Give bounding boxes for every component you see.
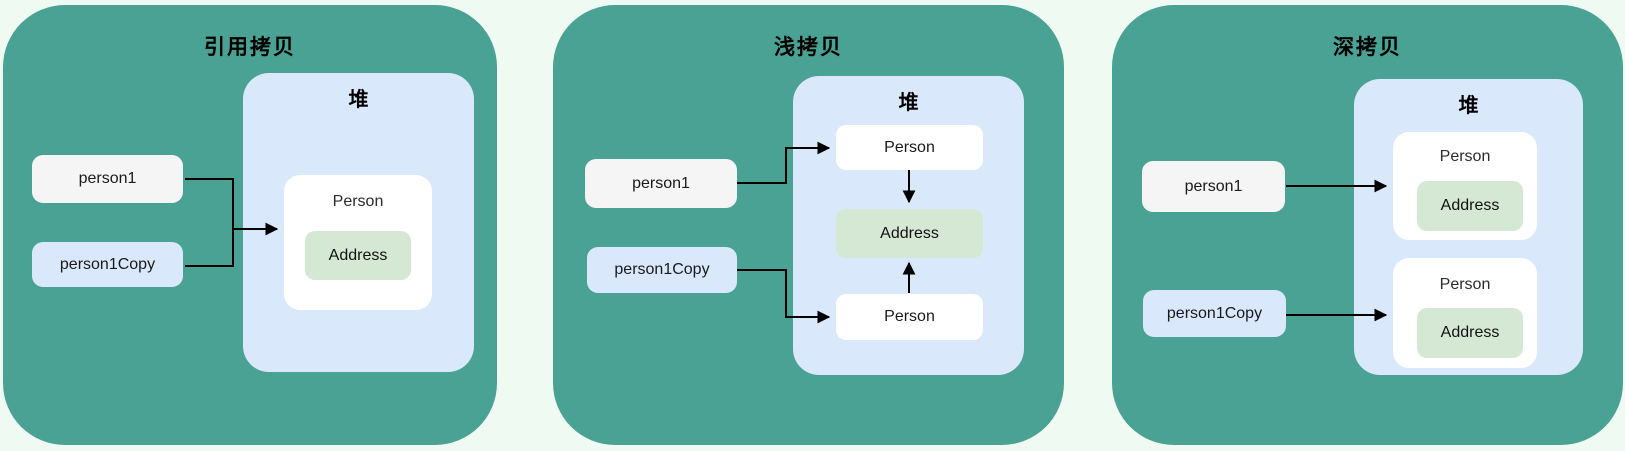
address-box-bottom: Address (1417, 308, 1523, 358)
variable-label: person1Copy (1166, 304, 1263, 322)
person-object-label: Person (1439, 148, 1491, 165)
arrow-person1copy-elbow (185, 229, 234, 267)
person-object-label: Person (1439, 276, 1491, 293)
person-object-box-top: Person Address (1393, 132, 1537, 240)
address-label: Address (880, 224, 939, 242)
variable-label: person1 (78, 170, 137, 187)
variable-label: person1 (1184, 177, 1243, 195)
heap-box: 堆 Person Address (243, 73, 474, 372)
variable-label: person1Copy (59, 255, 156, 273)
address-box-shared: Address (836, 209, 983, 258)
deep-copy-panel: 深拷贝 person1 person1Copy 堆 Person Address… (1112, 5, 1623, 445)
address-label: Address (1440, 197, 1500, 214)
panel-title: 引用拷贝 (204, 36, 296, 59)
address-box: Address (305, 231, 411, 280)
heap-box: 堆 Person Address Person Address (1354, 79, 1583, 375)
reference-copy-panel: 引用拷贝 person1 person1Copy 堆 Person Addres… (3, 5, 497, 445)
address-label: Address (1440, 324, 1500, 341)
person-object-label: Person (332, 193, 384, 210)
address-box-top: Address (1417, 181, 1523, 231)
person-object-box-bottom: Person (836, 294, 983, 340)
variable-box-person1: person1 (1142, 161, 1285, 212)
person-object-box: Person Address (284, 175, 432, 310)
person-object-label: Person (884, 308, 935, 325)
panel-title: 浅拷贝 (774, 36, 843, 59)
heap-label: 堆 (1458, 95, 1479, 117)
person-object-label: Person (884, 138, 935, 156)
address-label: Address (328, 246, 388, 264)
variable-box-person1: person1 (585, 159, 737, 208)
person-object-box-bottom: Person Address (1393, 258, 1537, 368)
shallow-copy-panel: 浅拷贝 person1 person1Copy 堆 Person Address… (553, 5, 1064, 445)
variable-box-person1: person1 (32, 155, 183, 203)
arrow-person1-elbow (185, 178, 234, 229)
variable-box-person1copy: person1Copy (1143, 290, 1286, 337)
heap-label: 堆 (348, 89, 369, 111)
variable-label: person1Copy (614, 261, 710, 278)
heap-label: 堆 (898, 92, 919, 114)
panel-title: 深拷贝 (1333, 36, 1402, 59)
person-object-box-top: Person (836, 125, 983, 170)
variable-box-person1copy: person1Copy (32, 242, 183, 287)
variable-label: person1 (632, 174, 690, 192)
variable-box-person1copy: person1Copy (587, 247, 737, 293)
